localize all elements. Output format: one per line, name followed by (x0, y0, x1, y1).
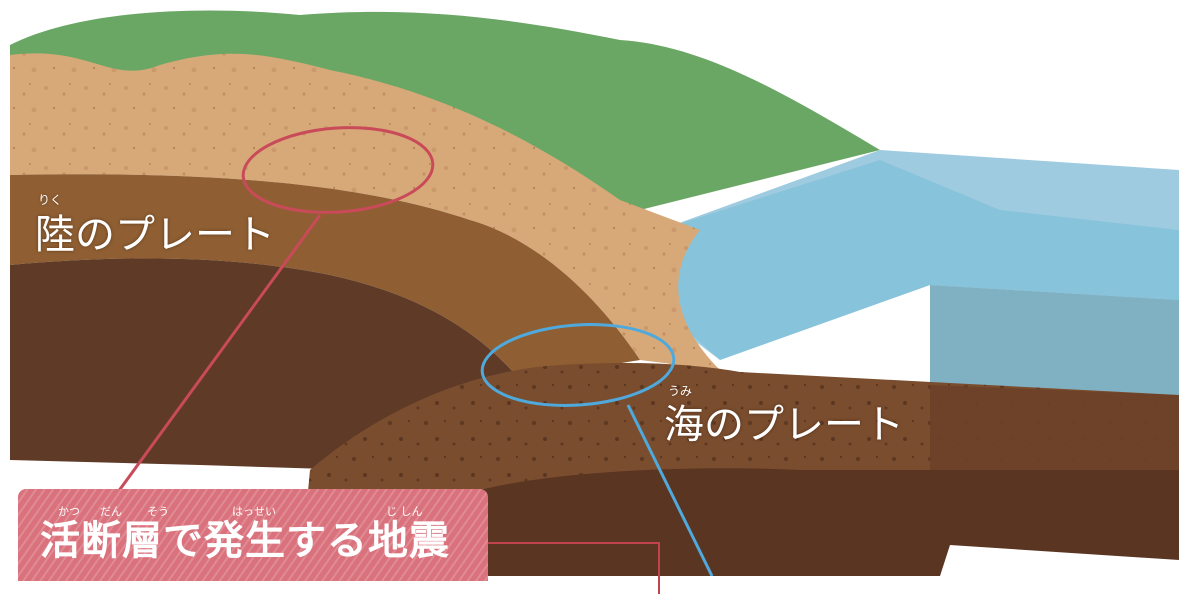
ocean-plate-ruby: うみ (668, 384, 693, 398)
sea-water-side (930, 285, 1179, 395)
banner-ruby-dan: だん (100, 505, 122, 518)
land-plate-label: 陸のプレート (35, 212, 275, 258)
banner-title: 活断層で発生する地震 (40, 518, 450, 564)
banner-box-outline (488, 542, 660, 594)
land-middle-layer (10, 174, 640, 380)
banner-ruby-hassei: はっせい (232, 505, 276, 518)
banner-ruby-katsu: かつ (58, 505, 80, 518)
active-fault-earthquake-banner: かつ だん そう はっせい じ しん 活断層で発生する地震 (18, 489, 488, 581)
land-fault-leader (116, 214, 322, 493)
land-fault-marker (241, 126, 435, 214)
subduction-zone-diagram (10, 10, 1179, 576)
banner-ruby-jishin: じ しん (386, 505, 423, 518)
ocean-plate-marker (480, 323, 676, 407)
ocean-plate-side (930, 385, 1179, 470)
ocean-plate-label: 海のプレート (664, 402, 904, 448)
sea-water-front (640, 160, 1179, 360)
ocean-plate-leader (626, 404, 714, 576)
ocean-plate-lower (470, 468, 1179, 576)
banner-ruby-sou: そう (147, 505, 169, 518)
land-upper-texture (10, 53, 720, 370)
land-plate-ruby: りく (38, 193, 63, 207)
